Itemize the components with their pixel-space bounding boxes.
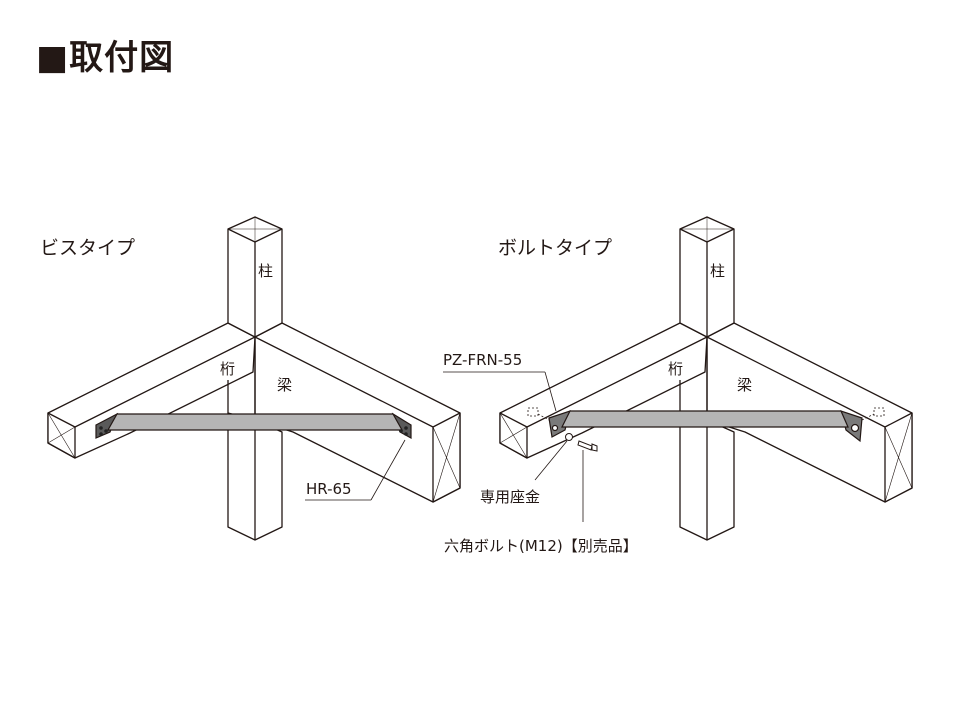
girder-label: 桁 — [220, 360, 236, 378]
bolt-type-heading: ボルトタイプ — [498, 237, 613, 259]
washer-label: 専用座金 — [480, 488, 541, 506]
washer-icon — [565, 433, 573, 441]
screw-type-diagram — [47, 216, 461, 541]
girder-label: 桁 — [668, 360, 684, 378]
bolt-label: 六角ボルト(M12)【別売品】 — [444, 537, 638, 555]
page-title: ■取付図 — [36, 38, 175, 78]
pz-frn-55-label: PZ-FRN-55 — [443, 351, 523, 369]
hr-65-label: HR-65 — [306, 480, 352, 498]
post-label: 柱 — [258, 262, 274, 280]
hex-bolt-icon — [577, 440, 598, 452]
brace-pz-frn-55 — [527, 407, 885, 443]
post-label: 柱 — [710, 262, 726, 280]
screw-type-heading: ビスタイプ — [40, 237, 136, 259]
beam-label: 梁 — [277, 376, 293, 394]
bolt-type-diagram — [443, 216, 913, 541]
beam-label: 梁 — [737, 376, 753, 394]
brace-hr-65 — [95, 412, 412, 440]
